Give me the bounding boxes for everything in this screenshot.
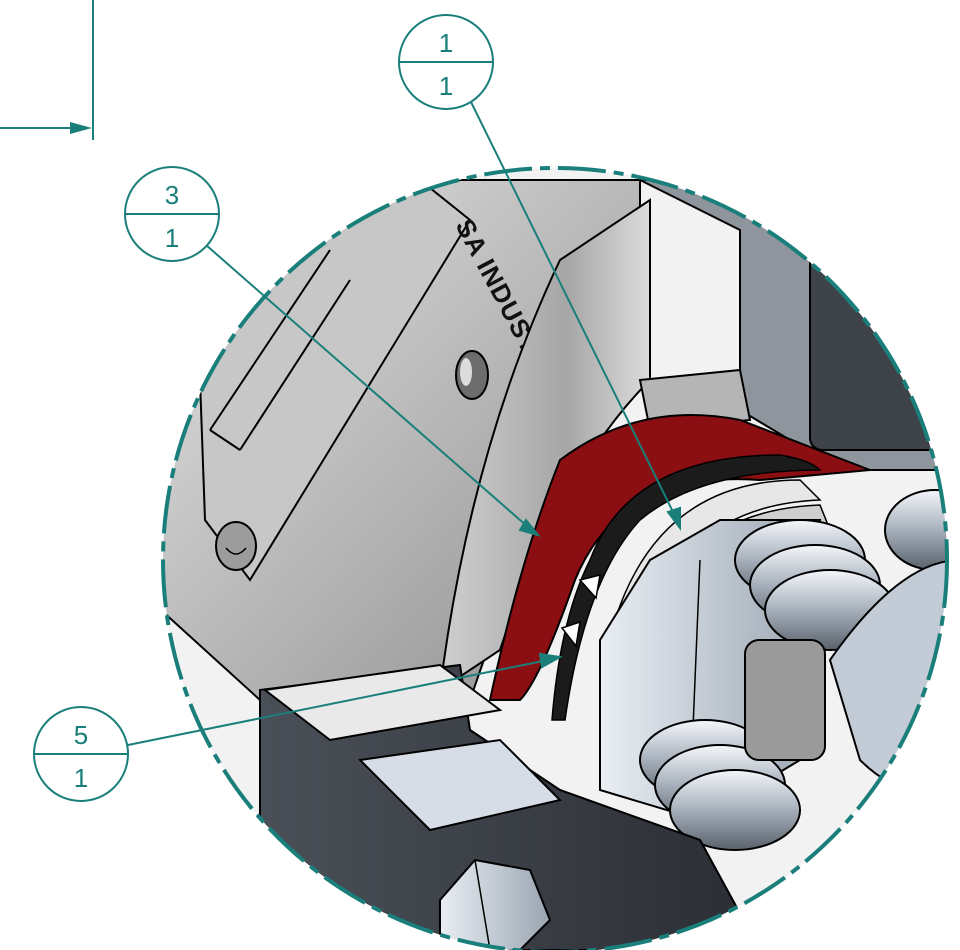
balloon-3-item: 3 <box>165 180 179 210</box>
leader-balloon-1 <box>469 99 677 519</box>
balloon-3[interactable]: 3 1 <box>124 166 220 262</box>
hex-bolt <box>439 858 552 950</box>
screw-head <box>215 521 257 571</box>
balloon-5[interactable]: 5 1 <box>33 706 129 802</box>
detail-circle-content: SA INDUSTRIES, INC <box>163 168 947 950</box>
leader-balloon-5 <box>127 659 549 746</box>
balloon-1-item: 1 <box>439 28 453 58</box>
balloon-5-item: 5 <box>74 720 88 750</box>
balloon-5-qty: 1 <box>74 763 88 793</box>
gasket-ring <box>488 414 871 701</box>
retaining-ring <box>551 454 822 721</box>
balloon-1-qty: 1 <box>439 71 453 101</box>
detail-boundary <box>161 166 949 950</box>
leader-lines <box>127 99 681 746</box>
balloon-3-qty: 1 <box>165 223 179 253</box>
external-leader <box>0 0 94 140</box>
spring-stack-lower <box>639 719 801 851</box>
leader-balloon-3 <box>205 244 529 528</box>
balloon-1[interactable]: 1 1 <box>398 14 494 110</box>
